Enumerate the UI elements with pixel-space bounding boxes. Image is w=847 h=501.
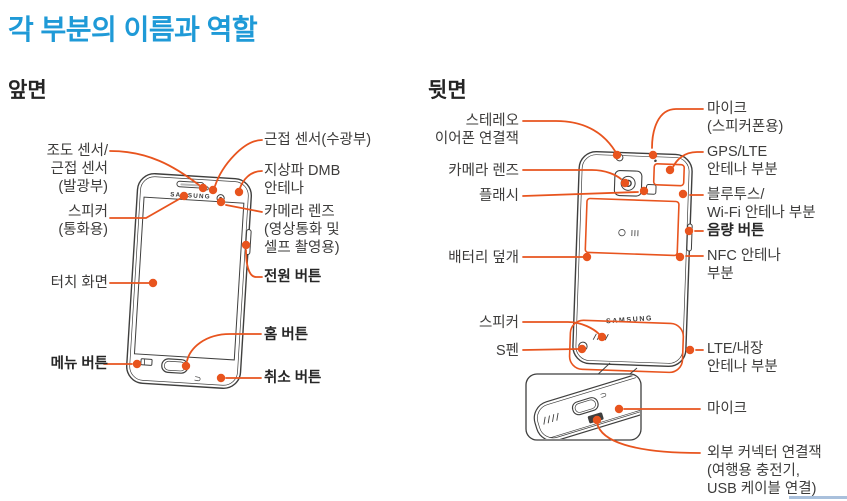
nfc-antenna-area: [584, 197, 680, 257]
cert-mark-icon: [631, 229, 639, 237]
inset-back-key-icon: ⊃: [598, 389, 608, 401]
front-section-heading: 앞면: [8, 79, 47, 102]
label-gps-lte-antenna: GPS/LTE 안테나 부분: [707, 144, 778, 178]
label-front-camera-lens: 카메라 렌즈 (영상통화 및 셀프 촬영용): [264, 204, 340, 256]
lte-antenna-area: [568, 319, 685, 374]
label-power-button: 전원 버튼: [264, 269, 322, 285]
back-phone-illustration: SAMSUNG: [568, 150, 693, 374]
back-section-heading: 뒷면: [428, 79, 467, 102]
label-light-proximity-sensor: 조도 센서/ 근접 센서 (발광부): [46, 143, 108, 195]
label-home-button: 홈 버튼: [264, 327, 309, 343]
front-screen: [133, 196, 245, 361]
mic-hole-icon: [654, 159, 657, 163]
label-battery-cover: 배터리 덮개: [448, 250, 519, 266]
label-touch-screen: 터치 화면: [50, 275, 108, 291]
label-call-speaker: 스피커 (통화용): [58, 204, 108, 238]
label-speakerphone-mic: 마이크 (스피커폰용): [707, 101, 784, 135]
label-lte-internal-antenna: LTE/내장 안테나 부분: [707, 341, 778, 375]
cert-mark-icon: [618, 229, 626, 237]
label-earphone-jack: 스테레오 이어폰 연결잭: [434, 113, 519, 147]
back-brand-logo: SAMSUNG: [606, 315, 653, 325]
label-volume-button: 음량 버튼: [707, 223, 765, 239]
bottom-edge-illustration: ⊃: [533, 375, 640, 439]
gps-antenna-area: [652, 163, 686, 187]
label-nfc-antenna: NFC 안테나 부분: [707, 248, 781, 282]
label-external-connector: 외부 커넥터 연결잭 (여행용 충전기, USB 케이블 연결): [707, 445, 822, 497]
front-brand-logo: SAMSUNG: [170, 191, 211, 200]
label-dmb-antenna: 지상파 DMB 안테나: [264, 163, 341, 197]
label-rear-camera-lens: 카메라 렌즈: [448, 163, 519, 179]
label-menu-button: 메뉴 버튼: [50, 356, 108, 372]
back-leader-lines: [522, 108, 704, 454]
label-flash: 플래시: [478, 188, 519, 204]
inset-home-button-shape: [571, 397, 599, 416]
label-bt-wifi-antenna: 블루투스/ Wi-Fi 안테나 부분: [707, 187, 816, 221]
front-leader-lines: [103, 139, 263, 383]
menu-key-icon: [140, 358, 153, 366]
label-proximity-sensor: 근접 센서(수광부): [264, 132, 372, 148]
label-bottom-mic: 마이크: [707, 401, 748, 417]
page-title: 각 부분의 이름과 역할: [8, 14, 258, 45]
label-rear-speaker: 스피커: [478, 315, 519, 331]
front-phone-illustration: SAMSUNG ⊃: [126, 173, 252, 389]
back-key-icon: ⊃: [193, 373, 202, 384]
rear-camera-icon: [613, 169, 643, 197]
footer-accent-bar: [789, 496, 847, 499]
label-s-pen: S펜: [495, 343, 519, 359]
inset-speaker-grille-icon: [543, 412, 559, 425]
label-cancel-button: 취소 버튼: [264, 370, 322, 386]
